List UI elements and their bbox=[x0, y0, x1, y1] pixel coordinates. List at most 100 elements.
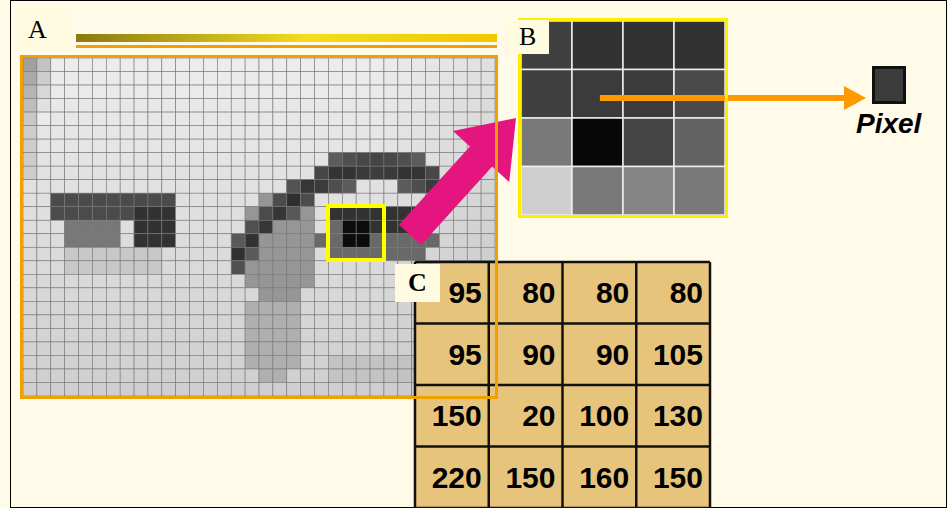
image-pixel bbox=[356, 153, 370, 167]
image-pixel bbox=[439, 234, 453, 248]
image-pixel bbox=[412, 112, 426, 126]
image-pixel bbox=[301, 207, 315, 221]
image-pixel bbox=[301, 261, 315, 275]
image-pixel bbox=[203, 234, 217, 248]
table-cell: 130 bbox=[636, 385, 710, 447]
image-pixel bbox=[398, 58, 412, 72]
image-pixel bbox=[245, 193, 259, 207]
image-pixel bbox=[356, 139, 370, 153]
image-pixel bbox=[176, 382, 190, 396]
image-pixel bbox=[384, 126, 398, 140]
image-pixel bbox=[203, 112, 217, 126]
image-pixel bbox=[328, 153, 342, 167]
image-pixel bbox=[384, 112, 398, 126]
image-pixel bbox=[231, 315, 245, 329]
image-pixel bbox=[245, 342, 259, 356]
image-pixel bbox=[231, 342, 245, 356]
image-pixel bbox=[287, 261, 301, 275]
image-pixel bbox=[37, 315, 51, 329]
image-pixel bbox=[356, 301, 370, 315]
image-pixel bbox=[384, 234, 398, 248]
image-pixel bbox=[134, 274, 148, 288]
image-pixel bbox=[481, 234, 495, 248]
image-pixel bbox=[273, 166, 287, 180]
image-pixel bbox=[398, 112, 412, 126]
image-pixel bbox=[370, 288, 384, 302]
image-pixel bbox=[245, 288, 259, 302]
title-rule bbox=[76, 45, 497, 48]
image-pixel bbox=[120, 288, 134, 302]
image-pixel bbox=[148, 85, 162, 99]
image-pixel bbox=[203, 382, 217, 396]
image-pixel bbox=[301, 153, 315, 167]
image-pixel bbox=[356, 207, 370, 221]
table-cell: 80 bbox=[636, 262, 710, 324]
image-pixel bbox=[37, 112, 51, 126]
image-pixel bbox=[273, 234, 287, 248]
image-pixel bbox=[328, 207, 342, 221]
image-pixel bbox=[92, 315, 106, 329]
image-pixel bbox=[315, 166, 329, 180]
image-pixel bbox=[356, 328, 370, 342]
pixel-caption: Pixel bbox=[856, 108, 921, 140]
image-pixel bbox=[217, 58, 231, 72]
image-pixel bbox=[106, 315, 120, 329]
image-pixel bbox=[342, 355, 356, 369]
image-pixel bbox=[426, 58, 440, 72]
image-pixel bbox=[148, 99, 162, 113]
image-pixel bbox=[273, 355, 287, 369]
image-pixel bbox=[79, 369, 93, 383]
image-pixel bbox=[287, 342, 301, 356]
image-pixel bbox=[259, 112, 273, 126]
image-pixel bbox=[328, 328, 342, 342]
image-pixel bbox=[92, 72, 106, 86]
image-pixel bbox=[259, 301, 273, 315]
image-pixel bbox=[245, 112, 259, 126]
image-pixel bbox=[398, 342, 412, 356]
image-pixel bbox=[426, 153, 440, 167]
image-pixel bbox=[79, 382, 93, 396]
image-pixel bbox=[176, 342, 190, 356]
image-pixel bbox=[398, 247, 412, 261]
image-pixel bbox=[190, 153, 204, 167]
image-pixel bbox=[384, 99, 398, 113]
image-pixel bbox=[301, 328, 315, 342]
image-pixel bbox=[426, 99, 440, 113]
image-pixel bbox=[37, 328, 51, 342]
image-pixel bbox=[481, 72, 495, 86]
image-pixel bbox=[203, 288, 217, 302]
panel-letter: A bbox=[18, 8, 72, 52]
image-pixel bbox=[51, 247, 65, 261]
image-pixel bbox=[65, 58, 79, 72]
image-pixel bbox=[301, 288, 315, 302]
image-pixel bbox=[217, 315, 231, 329]
image-pixel bbox=[439, 112, 453, 126]
image-pixel bbox=[301, 355, 315, 369]
image-pixel bbox=[315, 139, 329, 153]
image-pixel bbox=[162, 180, 176, 194]
image-pixel bbox=[356, 382, 370, 396]
image-pixel bbox=[23, 234, 37, 248]
image-pixel bbox=[106, 153, 120, 167]
image-pixel bbox=[162, 355, 176, 369]
image-pixel bbox=[120, 193, 134, 207]
table-cell: 80 bbox=[563, 262, 637, 324]
image-pixel bbox=[273, 315, 287, 329]
image-pixel bbox=[231, 382, 245, 396]
image-pixel bbox=[426, 126, 440, 140]
image-pixel bbox=[384, 72, 398, 86]
image-pixel bbox=[120, 220, 134, 234]
image-pixel bbox=[481, 99, 495, 113]
zoom-pixel bbox=[521, 167, 572, 216]
image-pixel bbox=[120, 355, 134, 369]
image-pixel bbox=[148, 382, 162, 396]
image-pixel bbox=[398, 180, 412, 194]
image-pixel bbox=[342, 126, 356, 140]
image-pixel bbox=[245, 153, 259, 167]
image-pixel bbox=[231, 288, 245, 302]
image-pixel bbox=[328, 261, 342, 275]
image-pixel bbox=[467, 220, 481, 234]
image-pixel bbox=[287, 301, 301, 315]
image-pixel bbox=[328, 234, 342, 248]
